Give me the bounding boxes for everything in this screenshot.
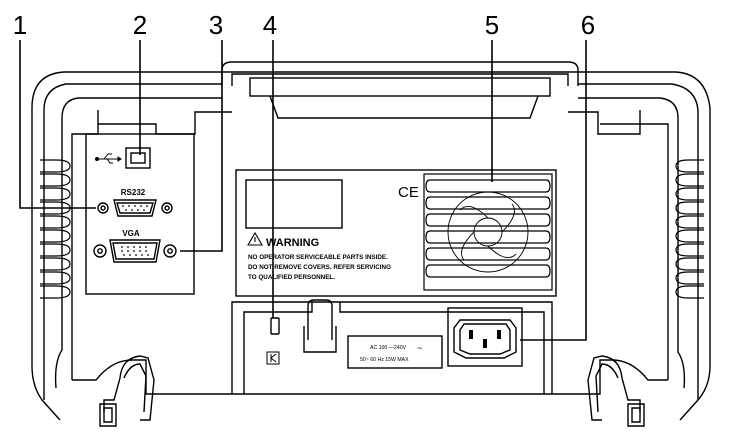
power-rating-plate (347, 335, 443, 369)
chassis-outline (31, 71, 711, 421)
security-lock-slot[interactable] (270, 317, 280, 335)
callout-2: 2 (133, 10, 147, 40)
power-panel (231, 301, 553, 394)
left-vent-slots (40, 159, 71, 299)
callout-5: 5 (485, 10, 499, 40)
right-vent-slots (675, 159, 704, 299)
warning-title: WARNING (266, 237, 319, 249)
callout-leaders (19, 40, 587, 341)
right-foot (587, 355, 645, 427)
callout-6: 6 (581, 10, 595, 40)
power-rating-line-2: 50~ 60 Hz 15W MAX (360, 357, 409, 363)
leader-1 (19, 40, 96, 209)
usb-icon (95, 153, 122, 164)
warning-triangle-icon (247, 231, 263, 246)
warning-line-2: DO NOT REMOVE COVERS. REFER SERVICING (248, 264, 391, 271)
power-rating-line-1: AC 100 —240V (370, 345, 407, 351)
cable-clip (303, 299, 337, 353)
rs232-pins (122, 205, 148, 211)
callout-numbers: 1 2 3 4 5 6 (13, 10, 595, 40)
ce-mark: CE (398, 184, 419, 201)
carry-handle (221, 61, 579, 119)
warning-line-1: NO OPERATOR SERVICEABLE PARTS INSIDE. (248, 254, 388, 261)
usb-device-port[interactable] (125, 147, 151, 169)
vga-port[interactable] (93, 239, 177, 263)
ac-power-inlet[interactable] (447, 307, 523, 367)
ac-symbol: ~ (417, 343, 422, 353)
label-plate (235, 169, 557, 297)
inlet-pins (469, 330, 501, 348)
callout-1: 1 (13, 10, 27, 40)
io-panel (85, 133, 195, 295)
callout-3: 3 (209, 10, 223, 40)
callout-4: 4 (263, 10, 277, 40)
kensington-lock-icon (266, 351, 280, 365)
vga-label: VGA (122, 229, 140, 238)
left-foot (99, 355, 155, 427)
vga-pins (121, 246, 149, 256)
leader-6 (520, 40, 587, 341)
leader-3 (180, 40, 223, 252)
fan-grille (423, 173, 553, 291)
rs232-label: RS232 (121, 188, 146, 197)
rs232-port[interactable] (97, 199, 173, 217)
warning-line-3: TO QUALIFIED PERSONNEL. (248, 274, 335, 281)
